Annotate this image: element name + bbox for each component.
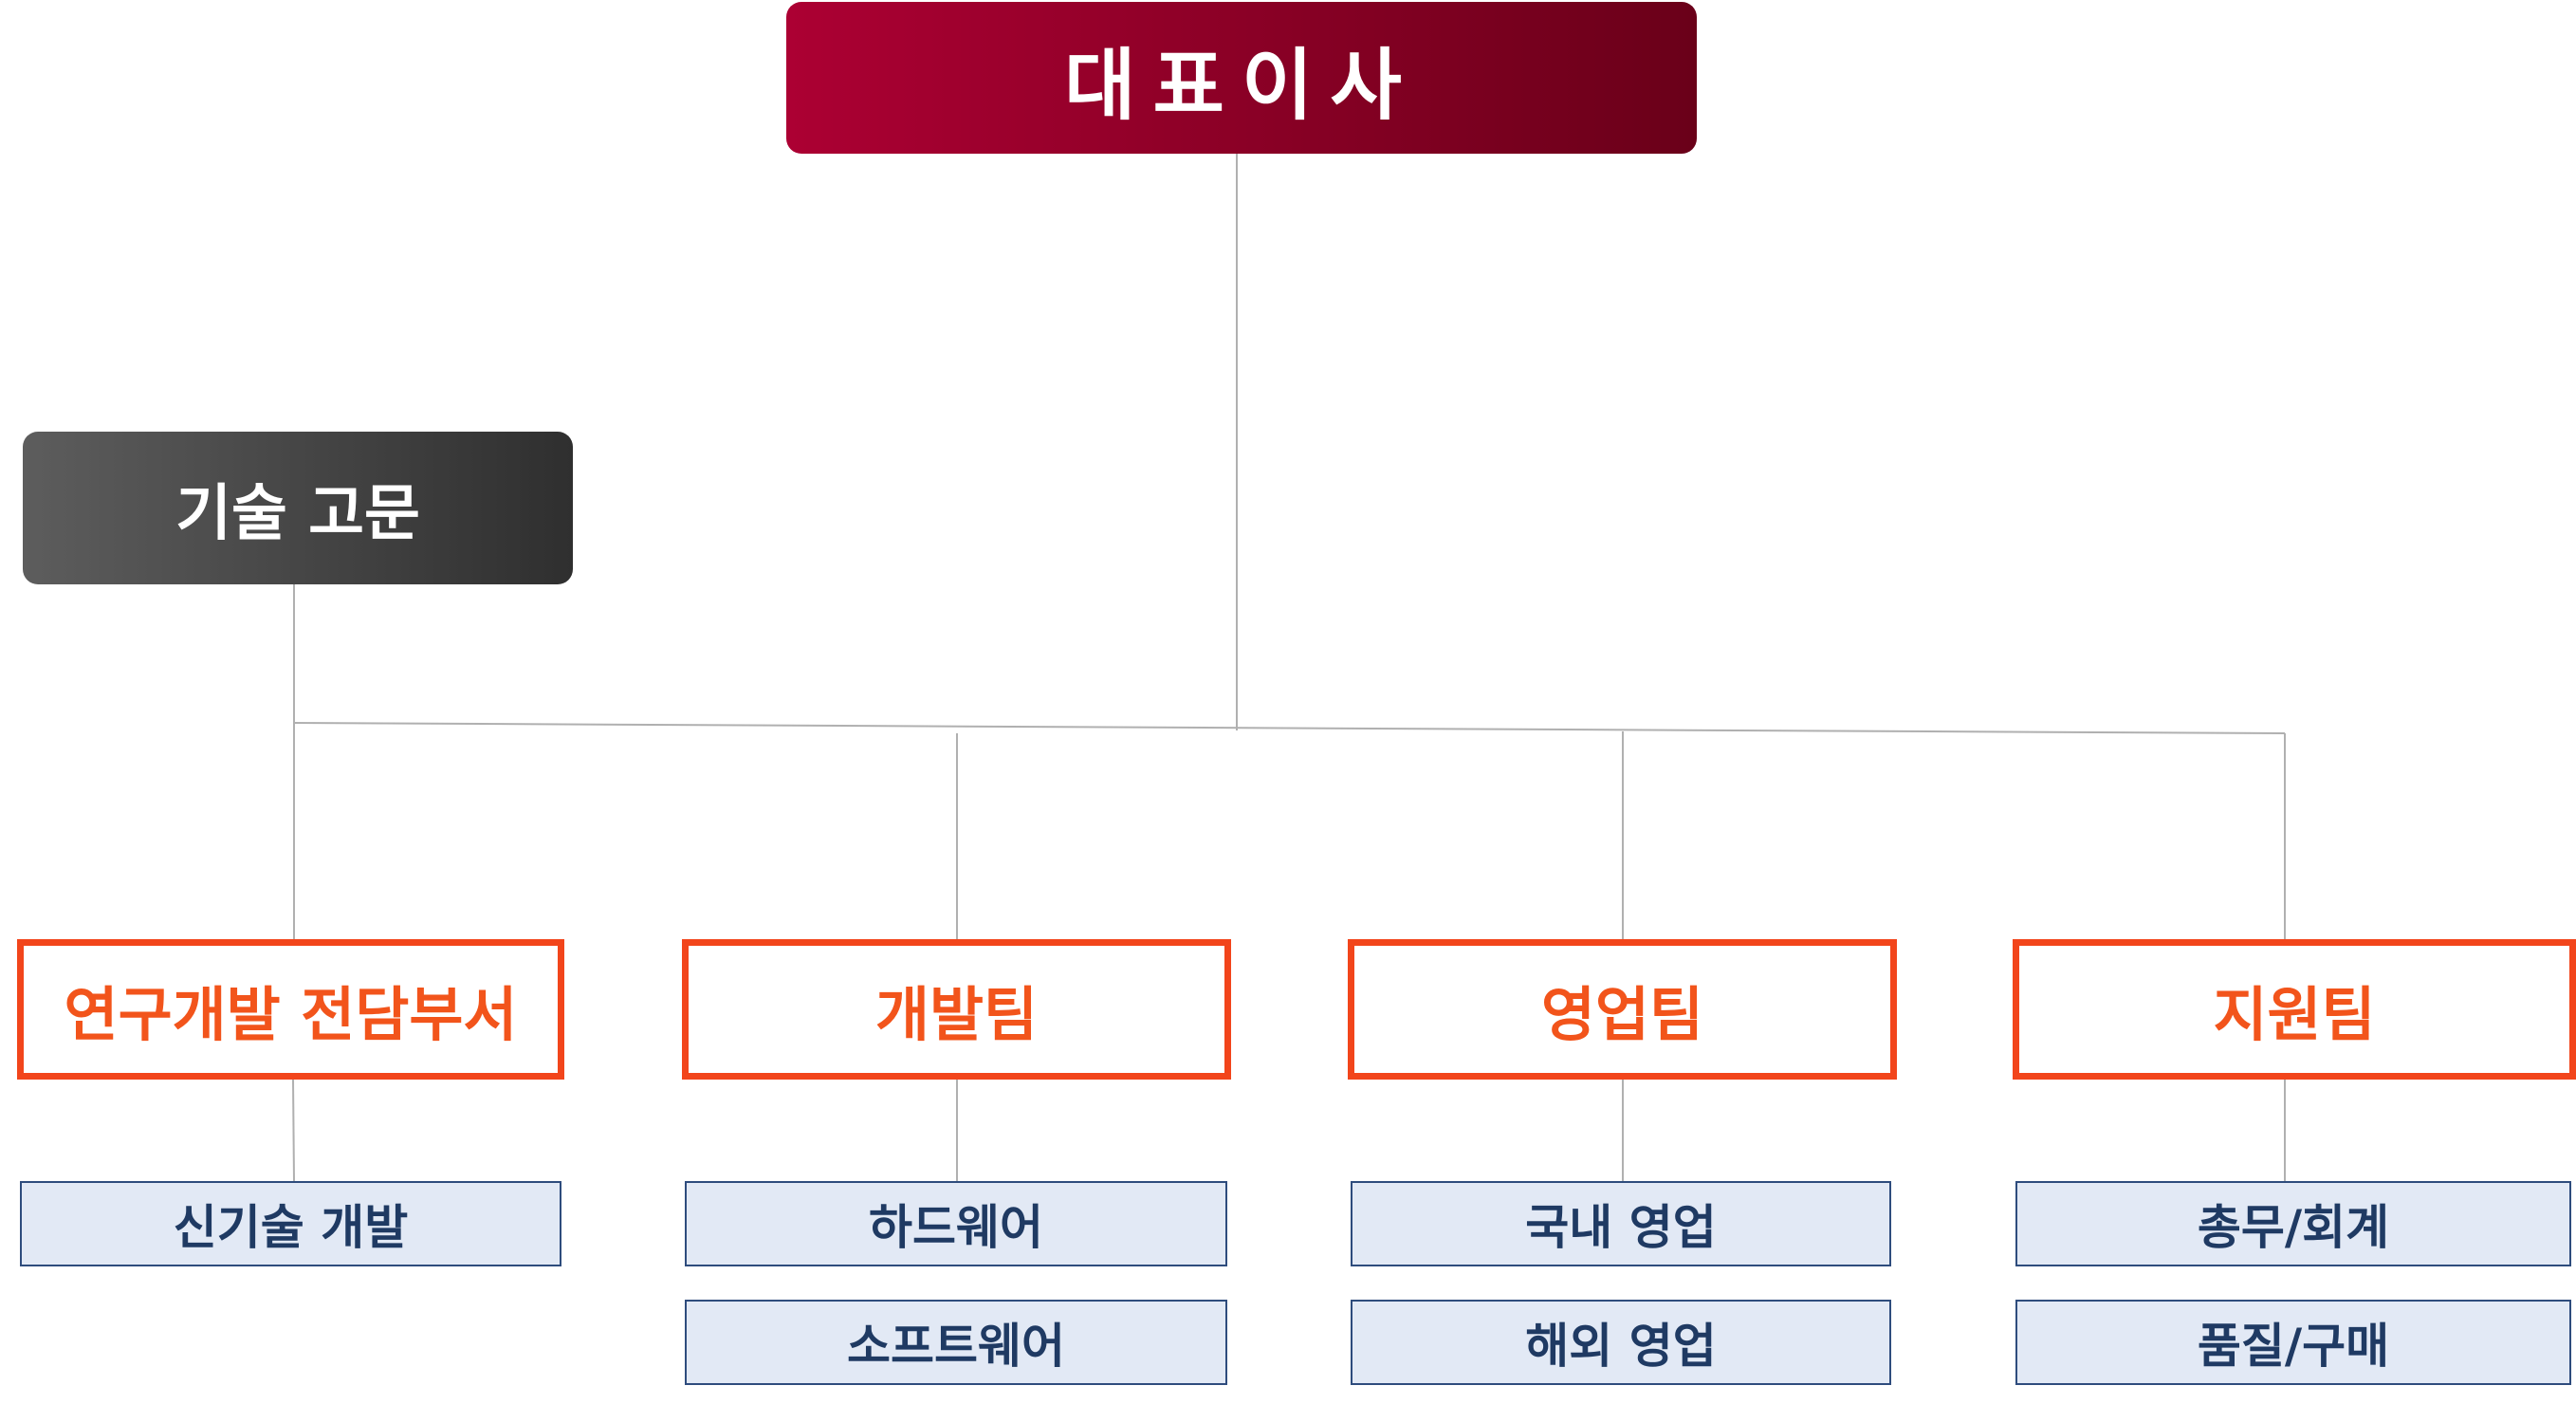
technical-advisor-box: 기술 고문: [23, 432, 573, 584]
sub-box-quality-purchasing: 품질/구매: [2015, 1300, 2571, 1385]
sub-label: 국내 영업: [1525, 1200, 1717, 1255]
connector-horizontal-bus: [293, 722, 2286, 734]
sub-box-software: 소프트웨어: [685, 1300, 1227, 1385]
sub-label: 신기술 개발: [173, 1200, 409, 1255]
dept-label: 개발팀: [874, 980, 1039, 1049]
dept-box-rnd: 연구개발 전담부서: [17, 939, 564, 1080]
sub-label: 총무/회계: [2197, 1200, 2390, 1255]
dept-label: 지원팀: [2213, 980, 2376, 1049]
connector-rnd-to-sub: [292, 1079, 295, 1182]
sub-label: 품질/구매: [2197, 1319, 2390, 1374]
sub-box-hardware: 하드웨어: [685, 1181, 1227, 1266]
dept-box-support: 지원팀: [2013, 939, 2576, 1080]
dept-label: 영업팀: [1540, 980, 1704, 1049]
sub-box-new-tech: 신기술 개발: [20, 1181, 561, 1266]
ceo-label: 대표이사: [1064, 40, 1419, 131]
ceo-box: 대표이사: [786, 2, 1697, 154]
sub-box-domestic-sales: 국내 영업: [1351, 1181, 1891, 1266]
advisor-label: 기술 고문: [175, 478, 420, 549]
sub-box-overseas-sales: 해외 영업: [1351, 1300, 1891, 1385]
sub-label: 소프트웨어: [847, 1319, 1065, 1374]
sub-box-general-affairs: 총무/회계: [2015, 1181, 2571, 1266]
dept-box-development: 개발팀: [682, 939, 1231, 1080]
dept-label: 연구개발 전담부서: [64, 980, 518, 1049]
sub-label: 해외 영업: [1525, 1319, 1717, 1374]
sub-label: 하드웨어: [869, 1200, 1043, 1255]
dept-box-sales: 영업팀: [1348, 939, 1897, 1080]
